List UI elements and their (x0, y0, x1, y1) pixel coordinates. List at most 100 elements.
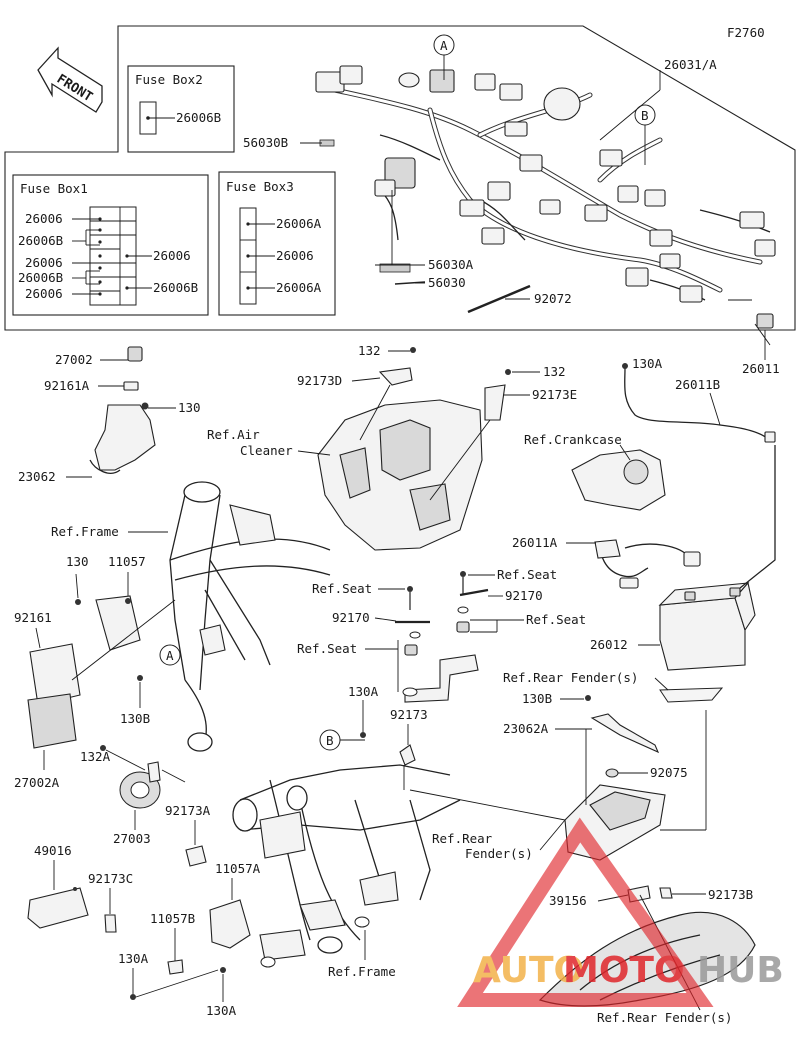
figure-code: F2760 (727, 25, 765, 40)
callout-b-middle-label: B (326, 733, 334, 748)
label-27003: 27003 (113, 831, 151, 846)
fuse-box-1-label-1: 26006 (25, 211, 63, 226)
watermark-part-2: MOTO (563, 950, 685, 991)
ecu-and-bracket (27, 595, 141, 749)
label-26011B: 26011B (675, 377, 720, 392)
label-26011: 26011 (742, 361, 780, 376)
label-26012: 26012 (590, 637, 628, 652)
seat-mount-hardware (395, 571, 489, 703)
callout-b-middle: B (319, 729, 365, 751)
front-frame-assembly (169, 481, 331, 752)
callout-a-middle-label: A (166, 648, 174, 663)
fuse-box-2-title: Fuse Box2 (135, 72, 203, 87)
main-wiring-harness (315, 65, 776, 314)
rear-fender-plate (659, 687, 724, 703)
label-130-top: 130 (178, 400, 201, 415)
label-92072: 92072 (534, 291, 572, 306)
fuse-box-1-label-6: 26006 (153, 248, 191, 263)
ref-air-cleaner-2: Cleaner (240, 443, 293, 458)
fuse-box-2-label: 26006B (176, 110, 221, 125)
relay-bracket-assembly (89, 346, 156, 474)
callout-a-top: A (433, 34, 455, 80)
fuse-box-1-label-3: 26006 (25, 255, 63, 270)
fuse-box-1-label-2: 26006B (18, 233, 63, 248)
label-92173C: 92173C (88, 871, 133, 886)
fuse-box-1-title: Fuse Box1 (20, 181, 88, 196)
label-56030A: 56030A (428, 257, 474, 272)
ref-crankcase: Ref.Crankcase (524, 432, 622, 447)
label-49016: 49016 (34, 843, 72, 858)
ref-rear-fender-top: Ref.Rear Fender(s) (503, 670, 638, 685)
watermark-part-1: AUTO (473, 950, 584, 991)
label-130B-right: 130B (522, 691, 552, 706)
rear-frame-assembly (232, 764, 461, 968)
fuse-box-3-label-2: 26006 (276, 248, 314, 263)
label-130A-bottom-left: 130A (118, 951, 149, 966)
bracket-11057A (209, 899, 251, 949)
fuse-box-3-label-1: 26006A (276, 216, 322, 231)
label-56030B: 56030B (243, 135, 288, 150)
label-26031A: 26031/A (664, 57, 717, 72)
callout-b-top-label: B (641, 108, 649, 123)
label-132-1: 132 (358, 343, 381, 358)
ref-rear-fender-mid-2: Fender(s) (465, 846, 533, 861)
label-56030: 56030 (428, 275, 466, 290)
fuse-box-1-label-4: 26006B (18, 270, 63, 285)
label-130-left: 130 (66, 554, 89, 569)
ref-frame-top: Ref.Frame (51, 524, 119, 539)
front-arrow-icon: FRONT (37, 46, 103, 113)
callout-b-top: B (634, 104, 656, 165)
label-23062: 23062 (18, 469, 56, 484)
connector-26011 (756, 313, 774, 329)
harness-leaders (300, 70, 771, 346)
label-92170-2: 92170 (505, 588, 543, 603)
air-cleaner-assembly (317, 367, 506, 551)
crankcase-and-battery-cable (571, 363, 776, 511)
horn-assembly (100, 745, 161, 809)
fuse-box-1-label-5: 26006 (25, 286, 63, 301)
label-132A: 132A (80, 749, 111, 764)
label-92161A: 92161A (44, 378, 90, 393)
label-92173D: 92173D (297, 373, 342, 388)
label-92173A: 92173A (165, 803, 211, 818)
harness-panel-frame (4, 25, 796, 331)
label-92075: 92075 (650, 765, 688, 780)
label-130B-left: 130B (120, 711, 150, 726)
watermark-logo: AUTO MOTO HUB (457, 817, 784, 1007)
battery-assembly (594, 445, 776, 671)
callout-a-top-label: A (440, 38, 448, 53)
ref-rear-fender-bottom: Ref.Rear Fender(s) (597, 1010, 732, 1025)
label-23062A: 23062A (503, 721, 549, 736)
label-132-2: 132 (543, 364, 566, 379)
fuse-box-1-label-7: 26006B (153, 280, 198, 295)
ref-seat-1: Ref.Seat (312, 581, 372, 596)
fuse-box-3-title: Fuse Box3 (226, 179, 294, 194)
cover-49016 (27, 887, 89, 929)
label-92170-1: 92170 (332, 610, 370, 625)
ref-air-cleaner-1: Ref.Air (207, 427, 260, 442)
label-26011A: 26011A (512, 535, 558, 550)
label-11057: 11057 (108, 554, 146, 569)
label-27002: 27002 (55, 352, 93, 367)
label-92173: 92173 (390, 707, 428, 722)
clamp-92173A (185, 845, 207, 867)
fuse-box-3: Fuse Box3 26006A 26006 26006A (218, 171, 336, 316)
label-92173E: 92173E (532, 387, 577, 402)
label-27002A: 27002A (14, 775, 60, 790)
label-11057A: 11057A (215, 861, 261, 876)
ref-rear-fender-mid-1: Ref.Rear (432, 831, 493, 846)
ref-seat-2: Ref.Seat (497, 567, 557, 582)
ref-frame-bottom: Ref.Frame (328, 964, 396, 979)
watermark-part-3: HUB (697, 950, 784, 991)
ref-seat-3: Ref.Seat (526, 612, 586, 627)
label-130A-top: 130A (632, 356, 663, 371)
fuse-box-3-label-3: 26006A (276, 280, 322, 295)
label-92161: 92161 (14, 610, 52, 625)
bracket-11057B (167, 959, 184, 975)
label-39156: 39156 (549, 893, 587, 908)
callout-a-middle: A (159, 644, 181, 666)
label-11057B: 11057B (150, 911, 195, 926)
label-130A-bottom-center: 130A (206, 1003, 237, 1018)
